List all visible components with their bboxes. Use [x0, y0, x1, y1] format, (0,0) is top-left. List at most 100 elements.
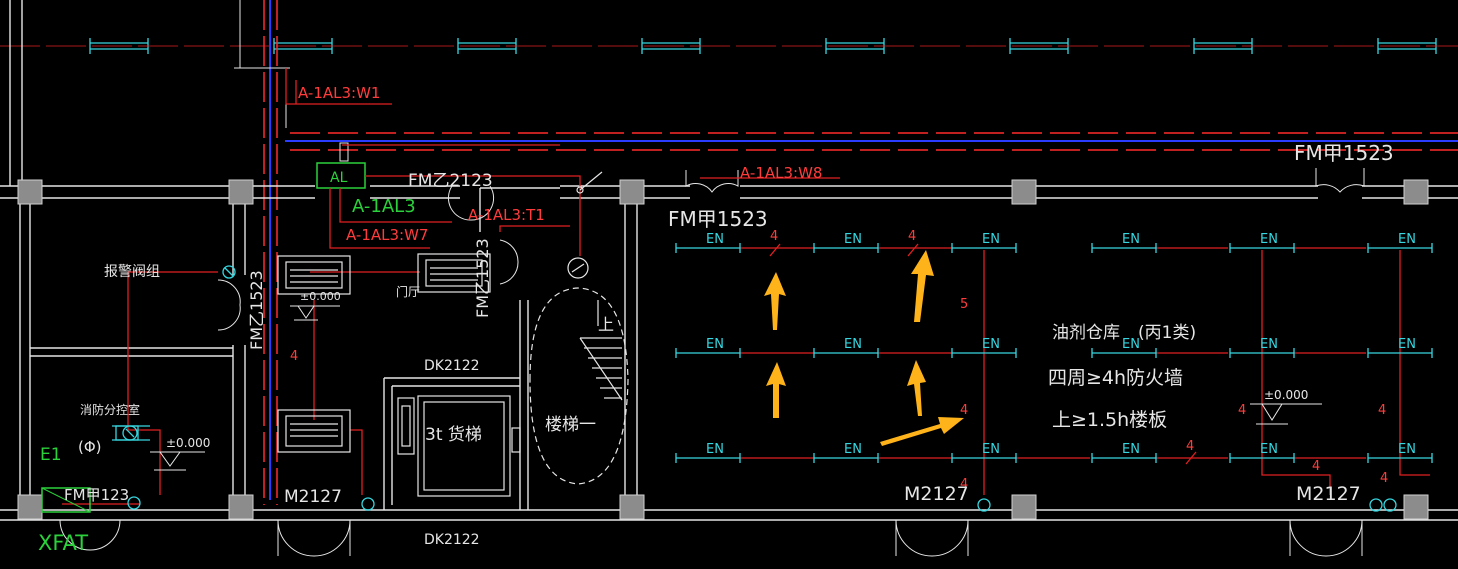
en-fixture — [813, 243, 879, 253]
fm-j1523-right-label: FM甲1523 — [1294, 141, 1394, 165]
en-fixture — [1367, 243, 1433, 253]
room-name: 油剂仓库 — [1052, 323, 1120, 343]
en-label: EN — [706, 337, 724, 352]
cable-w7-label: A-1AL3:W7 — [346, 226, 428, 244]
e1-label: E1 — [40, 445, 62, 465]
room-firewall: 四周≥4h防火墙 — [1048, 367, 1183, 389]
door-fm-z2123 — [447, 185, 495, 221]
en-fixture — [1229, 243, 1295, 253]
en-label: EN — [706, 442, 724, 457]
phi-label: (Φ) — [78, 438, 102, 456]
equipment-units — [277, 253, 491, 453]
en-label: EN — [1398, 232, 1416, 247]
elevation-marker-c — [1250, 403, 1322, 425]
column — [1011, 494, 1037, 520]
elevation-marker-b — [150, 451, 205, 471]
en-label: EN — [1260, 337, 1278, 352]
panel-tag: AL — [330, 170, 348, 186]
air-unit — [277, 255, 351, 295]
fire-alarm-panel — [41, 487, 91, 513]
wire-count-labels: 4 4 5 4 4 4 4 4 4 4 4 — [290, 229, 1388, 492]
count-label: 4 — [1186, 439, 1194, 454]
detector-device — [1369, 498, 1383, 512]
en-fixture — [951, 453, 1017, 463]
en-label: EN — [844, 232, 862, 247]
elevator-label: 3t 货梯 — [425, 425, 482, 445]
count-label: 4 — [1238, 403, 1246, 418]
cable-t1-label: A-1AL3:T1 — [468, 206, 545, 224]
window-strip — [89, 38, 149, 54]
door-fm-z1523-left — [217, 279, 241, 331]
en-label: EN — [982, 232, 1000, 247]
window-strip — [273, 38, 333, 54]
cable-labels: A-1AL3:W1 A-1AL3:W7 A-1AL3:W8 A-1AL3:T1 — [298, 84, 822, 244]
door-left-bottom — [59, 519, 121, 551]
elevation-label-c: ±0.000 — [1264, 388, 1308, 402]
en-fixture — [1229, 453, 1295, 463]
door-m2127-right — [1289, 519, 1363, 557]
en-label: EN — [706, 232, 724, 247]
door-m2127-mid-label: M2127 — [904, 483, 969, 505]
door-fm-j1523-left — [685, 170, 739, 193]
walls — [0, 0, 1458, 521]
en-label: EN — [1398, 337, 1416, 352]
arrow-right — [880, 417, 964, 446]
elevation-label-b: ±0.000 — [166, 436, 210, 450]
count-label: 4 — [960, 403, 968, 418]
en-fixture — [1091, 348, 1157, 358]
detector-device — [1383, 498, 1397, 512]
en-fixture — [951, 243, 1017, 253]
door-small-label: 门厅 — [396, 284, 420, 299]
en-label: EN — [1260, 442, 1278, 457]
alarm-device — [222, 265, 236, 279]
fm-z1523-left-label: FM乙1523 — [247, 270, 266, 350]
structural-columns — [17, 179, 1429, 520]
cable-w1-label: A-1AL3:W1 — [298, 84, 380, 102]
air-unit — [277, 409, 351, 453]
en-labels: EN EN EN EN EN EN EN EN EN EN EN EN EN E… — [706, 232, 1416, 457]
fire-control-label: 消防分控室 — [80, 402, 140, 417]
socket-symbol — [567, 257, 589, 279]
en-fixture — [675, 453, 741, 463]
xfat-label: XFAT — [38, 531, 88, 555]
room-floor: 上≥1.5h楼板 — [1052, 409, 1167, 431]
fm-z1523-mid-label: FM乙1523 — [473, 238, 492, 318]
column — [228, 494, 254, 520]
en-label: EN — [844, 337, 862, 352]
column — [17, 494, 43, 520]
en-label: EN — [982, 442, 1000, 457]
alarm-valve-label: 报警阀组 — [104, 264, 160, 280]
en-label: EN — [1122, 232, 1140, 247]
column — [619, 494, 645, 520]
en-fixture — [1367, 453, 1433, 463]
en-fixture — [1367, 348, 1433, 358]
door-swings — [59, 168, 1365, 557]
en-label: EN — [1260, 232, 1278, 247]
elevation-marker-a — [290, 305, 340, 321]
arrow-up — [907, 360, 926, 416]
cable-w8-label: A-1AL3:W8 — [740, 164, 822, 182]
lighting-circuit — [740, 243, 1366, 465]
en-label: EN — [1398, 442, 1416, 457]
device-symbols — [112, 265, 1397, 512]
column — [619, 179, 645, 205]
count-label: 4 — [960, 477, 968, 492]
window-strip — [457, 38, 517, 54]
arrow-up — [911, 250, 934, 322]
arrow-up — [764, 272, 786, 330]
count-label: 4 — [290, 349, 298, 364]
switch-symbol — [576, 171, 603, 194]
door-m2127-left — [277, 519, 351, 557]
count-label: 4 — [908, 229, 916, 244]
column — [1403, 494, 1429, 520]
fm-z2123-label: FM乙2123 — [408, 171, 493, 191]
en-label: EN — [982, 337, 1000, 352]
fire-alarm-panel-line — [41, 487, 91, 513]
count-label: 4 — [770, 229, 778, 244]
en-fixture — [675, 243, 741, 253]
window-strip — [1377, 38, 1437, 54]
air-unit — [417, 253, 491, 293]
en-fixture — [1091, 243, 1157, 253]
stair-up-label: 上 — [598, 315, 614, 334]
